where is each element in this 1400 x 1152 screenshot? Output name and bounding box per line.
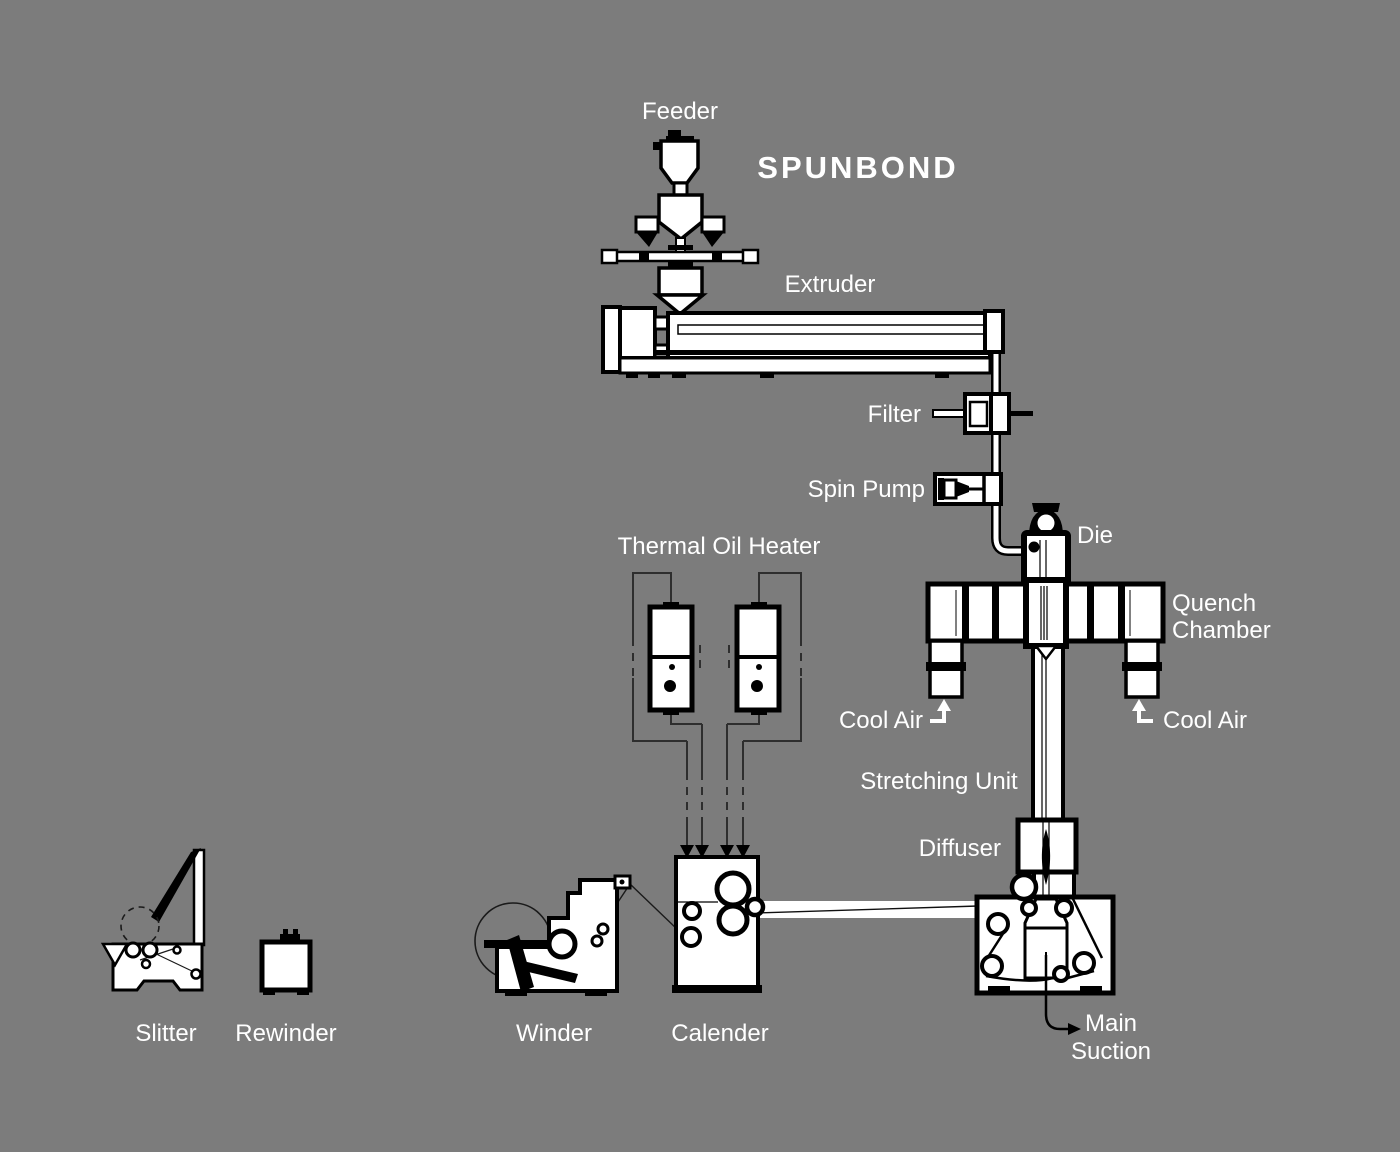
winder-arm (520, 961, 578, 983)
quench-chamber-label-line1: Quench (1172, 590, 1256, 617)
feeder-side-hopper-left (634, 215, 660, 234)
slitter-unit (100, 848, 206, 992)
feeder-cross-arm (614, 250, 746, 263)
slitter-mast (192, 848, 206, 947)
filter-label: Filter (868, 401, 921, 428)
suction-arrow (1044, 955, 1068, 1031)
diffuser-flow-icon (1041, 829, 1051, 885)
feeder-side-hopper-right (700, 215, 726, 234)
winder-drum (546, 928, 578, 960)
roller (1052, 965, 1070, 983)
thermal-oil-heater-label: Thermal Oil Heater (618, 533, 821, 560)
pipe-arrowhead-icon (680, 845, 694, 858)
extruder-label: Extruder (785, 271, 876, 298)
calender-roll (682, 901, 702, 921)
main-suction-label-line1: Main (1085, 1010, 1137, 1037)
labels: Feeder SPUNBOND Extruder Filter Spin Pum… (135, 98, 1270, 1065)
cool-air-left-arrow (930, 699, 951, 723)
heater-piping (632, 572, 802, 858)
pipe-arrowhead-icon (720, 845, 734, 858)
pipe-arrowhead-icon (736, 845, 750, 858)
roller (172, 945, 182, 955)
rewinder-unit (259, 929, 313, 995)
stretching-channel (1031, 642, 1065, 824)
up-arrow-icon (1132, 699, 1146, 711)
extruder-motor-back (601, 305, 622, 374)
rewinder-body (259, 939, 313, 993)
stretching-unit-label: Stretching Unit (860, 768, 1018, 795)
calender-roll (744, 896, 766, 918)
roller (590, 934, 604, 948)
extruder-unit (601, 305, 1005, 378)
roller (1009, 872, 1039, 902)
spin-pump-unit (933, 472, 1003, 506)
diffuser-label: Diffuser (919, 835, 1001, 862)
rewinder-label: Rewinder (235, 1020, 336, 1047)
main-suction-unit (974, 872, 1116, 1035)
roller (1054, 898, 1074, 918)
slitter-label: Slitter (135, 1020, 196, 1047)
winder-arm (507, 935, 534, 992)
quench-chamber-label-line2: Chamber (1172, 617, 1271, 644)
feeder-unit (600, 130, 760, 317)
roller (980, 954, 1004, 978)
diagram-title: SPUNBOND (757, 150, 958, 185)
extruder-inlet-cone (652, 293, 708, 317)
pipe-arrowhead-icon (695, 845, 709, 858)
suction-arrowhead-icon (1068, 1023, 1081, 1035)
quench-center-block (1023, 577, 1069, 649)
cool-air-right-arrow (1132, 699, 1153, 723)
spin-pump-label: Spin Pump (808, 476, 925, 503)
calender-roll (680, 926, 702, 948)
roller (1020, 899, 1038, 917)
up-arrow-icon (937, 699, 951, 711)
filter-unit (932, 392, 1033, 435)
calender-unit (672, 855, 766, 993)
feeder-label: Feeder (642, 98, 718, 125)
calender-roll (714, 870, 752, 908)
calender-roll (716, 903, 750, 937)
cool-air-right-label: Cool Air (1163, 707, 1247, 734)
cool-air-left-label: Cool Air (839, 707, 923, 734)
slitter-arm (151, 848, 201, 922)
roller (140, 958, 152, 970)
conveyor-belt (753, 901, 979, 918)
extruder-motor (618, 306, 657, 360)
roller (986, 912, 1010, 936)
melt-pipe (991, 350, 1024, 556)
extruder-head (983, 309, 1005, 354)
winder-unit (474, 874, 632, 996)
calender-label: Calender (671, 1020, 768, 1047)
roller (190, 968, 202, 980)
thermal-oil-heater-left (647, 602, 695, 715)
slitter-roll-outline (120, 906, 160, 946)
roller (1072, 951, 1096, 975)
roller (596, 922, 610, 936)
extruder-base (618, 356, 992, 375)
thermal-oil-heater-right (734, 602, 782, 715)
roller (141, 941, 159, 959)
die-label: Die (1077, 522, 1113, 549)
feeder-hopper-top (659, 139, 700, 185)
roller (124, 941, 142, 959)
main-suction-label-line2: Suction (1071, 1038, 1151, 1065)
winder-label: Winder (516, 1020, 592, 1047)
feeder-hopper-bottom (657, 266, 704, 297)
quench-chamber-unit (925, 577, 1166, 699)
